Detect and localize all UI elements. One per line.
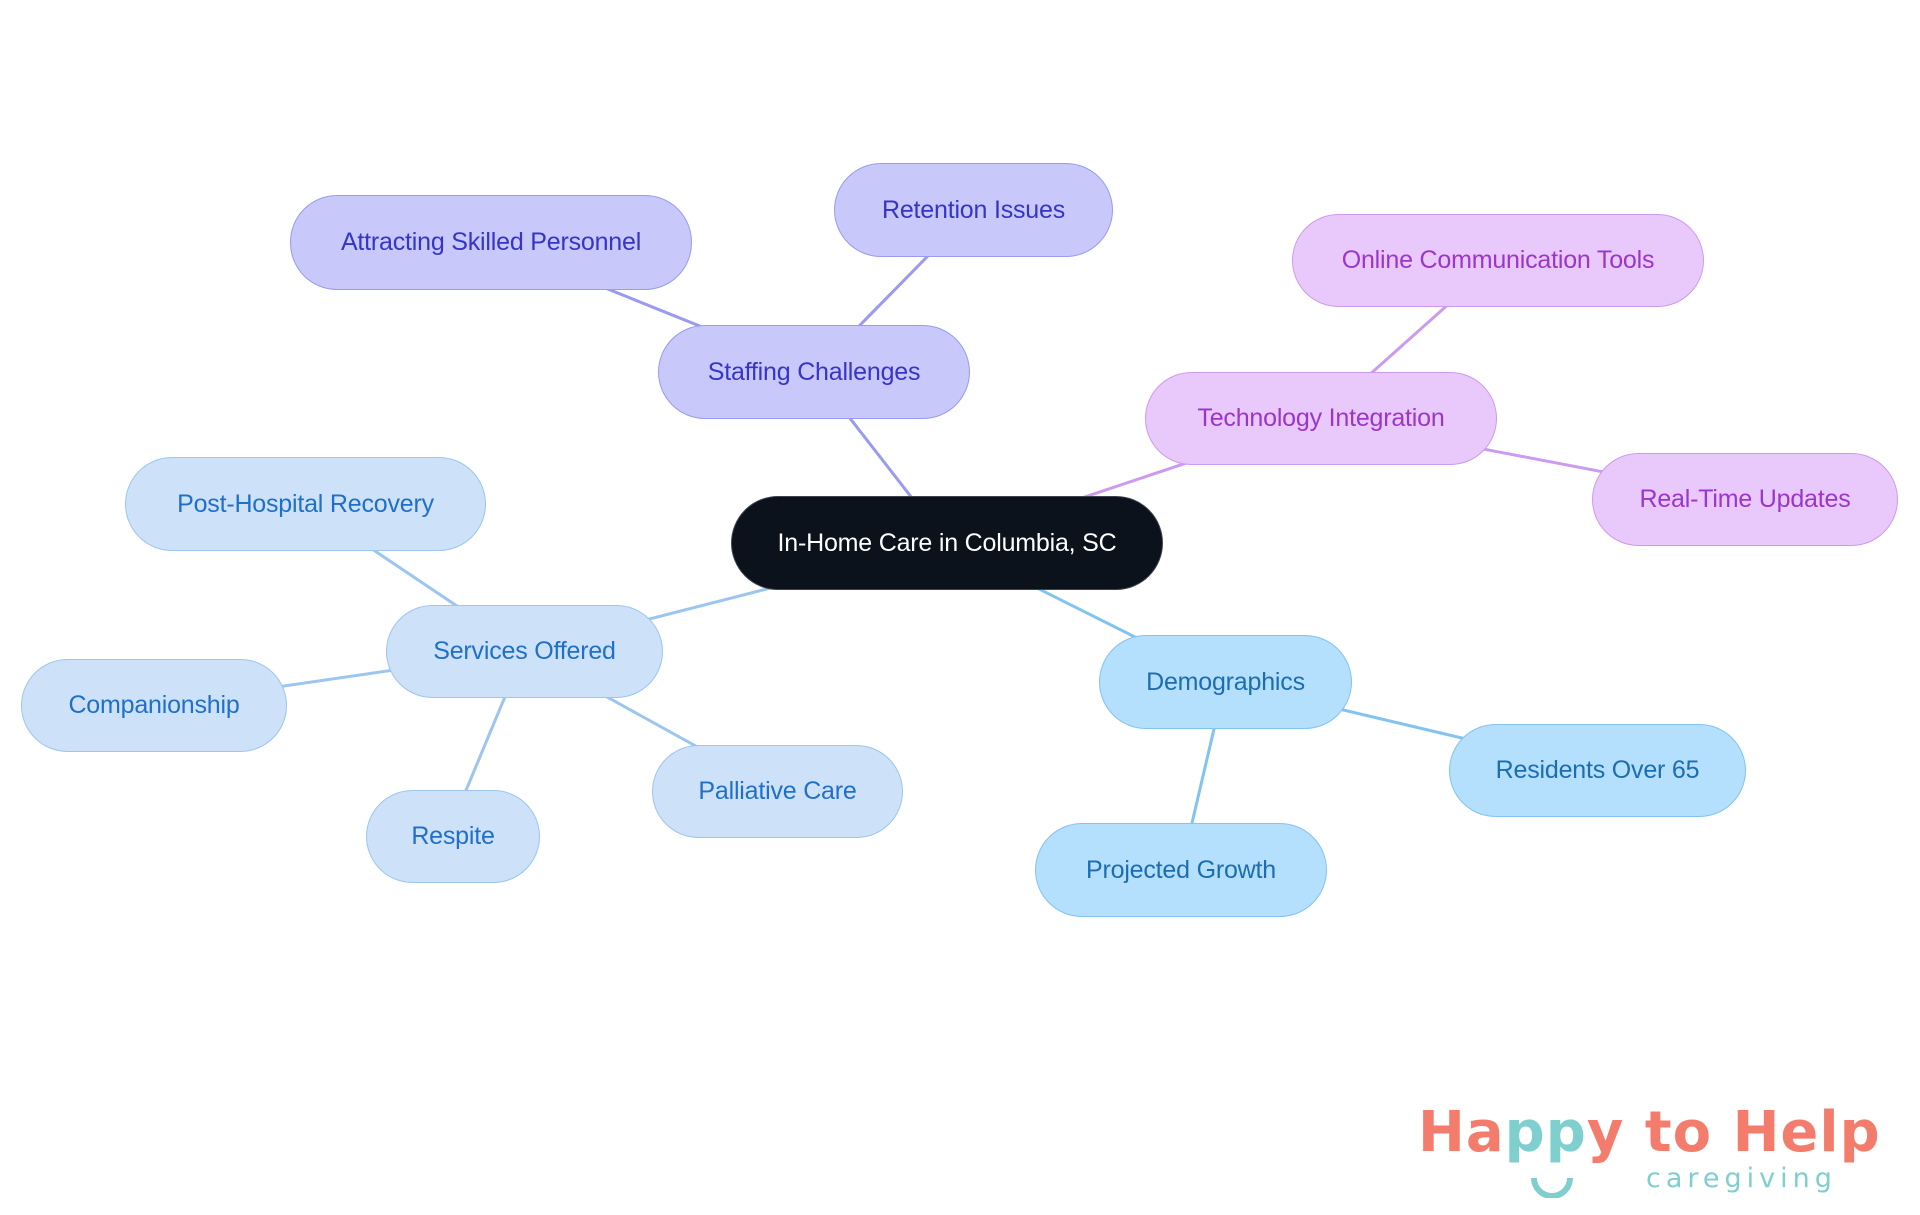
node-post-hospital-recovery[interactable]: Post-Hospital Recovery (125, 457, 486, 551)
node-label: Technology Integration (1197, 404, 1445, 432)
node-respite[interactable]: Respite (366, 790, 540, 883)
node-demographics[interactable]: Demographics (1099, 635, 1352, 729)
node-label: Respite (411, 822, 495, 850)
node-label: Post-Hospital Recovery (177, 489, 434, 518)
smile-icon (1531, 1177, 1573, 1198)
node-projected-growth[interactable]: Projected Growth (1035, 823, 1327, 917)
logo-tagline: caregiving (1646, 1163, 1837, 1194)
node-palliative-care[interactable]: Palliative Care (652, 745, 903, 838)
node-services-offered[interactable]: Services Offered (386, 605, 663, 698)
node-label: Online Communication Tools (1341, 246, 1655, 274)
logo-text-part2: pp (1504, 1100, 1587, 1165)
logo-text-part3: y to Help (1586, 1100, 1881, 1165)
node-label: Retention Issues (881, 195, 1066, 224)
node-attracting-skilled-personnel[interactable]: Attracting Skilled Personnel (290, 195, 692, 290)
node-label: Residents Over 65 (1495, 756, 1700, 784)
root-node-label: In-Home Care in Columbia, SC (777, 528, 1117, 557)
logo-wordmark: Happy to Help (1418, 1098, 1881, 1168)
node-companionship[interactable]: Companionship (21, 659, 287, 752)
node-label: Staffing Challenges (707, 357, 921, 386)
node-label: Demographics (1146, 667, 1305, 696)
node-label: Attracting Skilled Personnel (340, 228, 642, 256)
node-online-communication-tools[interactable]: Online Communication Tools (1292, 214, 1704, 307)
node-label: Services Offered (433, 637, 616, 665)
node-label: Palliative Care (698, 777, 857, 805)
node-label: Real-Time Updates (1639, 485, 1851, 513)
node-real-time-updates[interactable]: Real-Time Updates (1592, 453, 1898, 546)
root-node[interactable]: In-Home Care in Columbia, SC (731, 496, 1163, 590)
node-retention-issues[interactable]: Retention Issues (834, 163, 1113, 257)
logo-text-part1: Ha (1418, 1100, 1505, 1165)
node-technology-integration[interactable]: Technology Integration (1145, 372, 1497, 465)
brand-logo: Happy to Help caregiving (1418, 1098, 1898, 1208)
node-staffing-challenges[interactable]: Staffing Challenges (658, 325, 970, 419)
node-residents-over-65[interactable]: Residents Over 65 (1449, 724, 1746, 817)
node-label: Projected Growth (1086, 855, 1276, 884)
node-label: Companionship (68, 691, 240, 719)
